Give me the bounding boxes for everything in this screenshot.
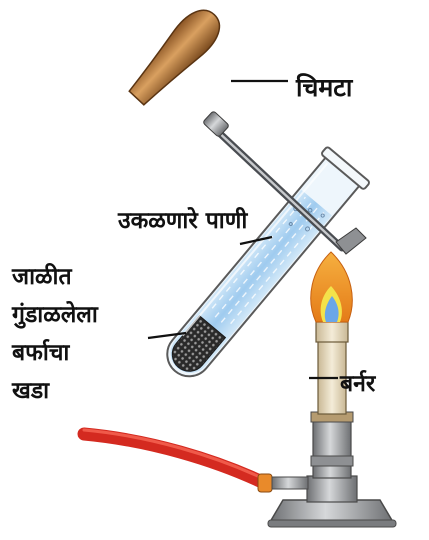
flame (311, 252, 353, 322)
label-tongs: चिमटा (296, 70, 352, 104)
label-burner: बर्नर (340, 366, 375, 398)
label-boiling-water: उकळणारे पाणी (118, 203, 247, 235)
label-ice-line: गुंडाळलेला (12, 296, 98, 334)
label-ice-in-mesh: जाळीत गुंडाळलेला बर्फाचा खडा (12, 258, 98, 410)
label-ice-line: खडा (12, 372, 98, 410)
burner-column (311, 322, 353, 478)
label-ice-line: जाळीत (12, 258, 98, 296)
label-ice-line: बर्फाचा (12, 334, 98, 372)
gas-hose (84, 430, 308, 492)
